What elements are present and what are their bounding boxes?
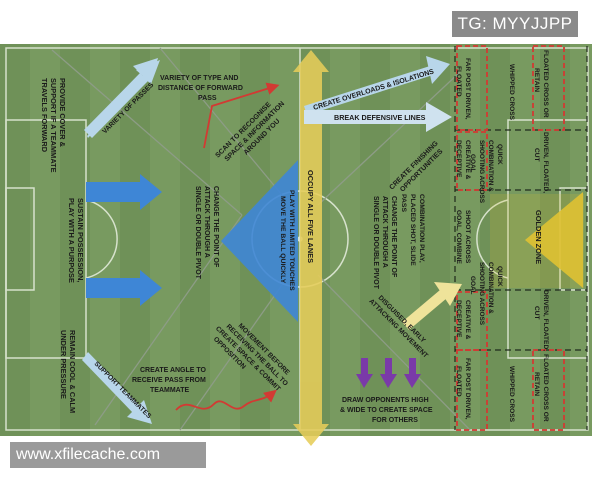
label-shoot-across: SHOOT ACROSSGOAL, COMBINE — [455, 210, 471, 264]
support-teammates-arrow-body — [82, 352, 140, 414]
label-break-lines: BREAK DEFENSIVE LINES — [334, 113, 426, 122]
label-play-limited: PLAY WITH LIMITED TOUCHESMOVE THE BALL Q… — [279, 190, 295, 291]
label-create-angle: CREATE ANGLE TO RECEIVE PASS FROM TEAMMA… — [132, 367, 208, 394]
label-creative-bot: CREATIVE &DECEPTIVE — [455, 300, 471, 340]
label-quick-bot: QUICKCOMBINATION &SHOOTING ACROSSGOAL — [469, 262, 503, 326]
label-golden-zone: GOLDEN ZONE — [534, 210, 543, 264]
label-sustain-possession: SUSTAIN POSSESSION,PLAY WITH A PURPOSE — [67, 198, 85, 283]
create-overloads-arrow-head — [426, 56, 450, 84]
label-far-post-bot: FAR POST DRIVEN,FLOATED — [455, 358, 471, 420]
disguised-movement-arrow-head — [434, 282, 462, 306]
label-driven-bot: DRIVEN, FLOATED,CUT — [533, 290, 549, 351]
label-variety-type: VARIETY OF TYPE AND DISTANCE OF FORWARD … — [158, 75, 245, 102]
golden-zone-triangle — [525, 192, 583, 288]
label-change-point-1: CHANGE THE POINT OFATTACK THROUGH ASINGL… — [194, 186, 219, 280]
label-quick-top: QUICKCOMBINATION &SHOOTING ACROSSGOAL — [469, 140, 503, 204]
label-whipped-top: WHIPPED CROSS — [508, 64, 515, 121]
break-lines-arrow-body — [304, 110, 428, 124]
zone-boxes — [456, 45, 565, 431]
watermark-top: TG: MYYJJPP — [452, 11, 578, 37]
variety-passes-arrow-head — [133, 58, 158, 84]
red-run-arrow-top — [203, 82, 280, 149]
label-whipped-bot: WHIPPED CROSS — [508, 366, 515, 423]
red-run-arrow-bottom — [175, 389, 277, 411]
label-far-post-top: FAR POST DRIVEN,FLOATED — [455, 58, 471, 120]
label-combination: COMBINATION PLAY,PLACED SHOT, SLIDEPASS — [400, 194, 425, 266]
label-floated-bot: FLOATED CROSS ORRETAIN — [533, 354, 549, 422]
blue-arrow-upper — [86, 174, 162, 210]
label-remain-cool: REMAIN COOL & CALMUNDER PRESSURE — [59, 330, 77, 413]
label-change-point-2: CHANGE THE POINT OFATTACK THROUGH ASINGL… — [372, 196, 397, 290]
occupy-lanes-arrow — [293, 50, 329, 446]
label-creative-top: CREATIVE &DECEPTIVE — [455, 140, 471, 180]
purple-arrows — [356, 358, 421, 388]
disguised-movement-arrow-body — [402, 290, 447, 330]
golden-zone-band — [490, 194, 584, 288]
create-overloads-arrow-body — [304, 66, 433, 115]
label-driven-top: DRIVEN, FLOATED,CUT — [533, 132, 549, 193]
break-lines-arrow-head — [426, 102, 452, 132]
watermark-bottom: www.xfilecache.com — [10, 442, 206, 468]
label-occupy: OCCUPY ALL FIVE LANES — [306, 170, 315, 263]
label-provide-cover: PROVIDE COVER &SUPPORT IF A TEAMMATETRAV… — [40, 78, 67, 173]
label-draw-opponents: DRAW OPPONENTS HIGH & WIDE TO CREATE SPA… — [340, 397, 435, 424]
support-teammates-arrow-head — [127, 400, 152, 424]
central-blue-triangle — [221, 160, 298, 322]
blue-arrow-lower — [86, 270, 162, 306]
variety-passes-arrow-body — [84, 73, 148, 138]
label-floated-top: FLOATED CROSS ORRETAIN — [533, 50, 549, 118]
